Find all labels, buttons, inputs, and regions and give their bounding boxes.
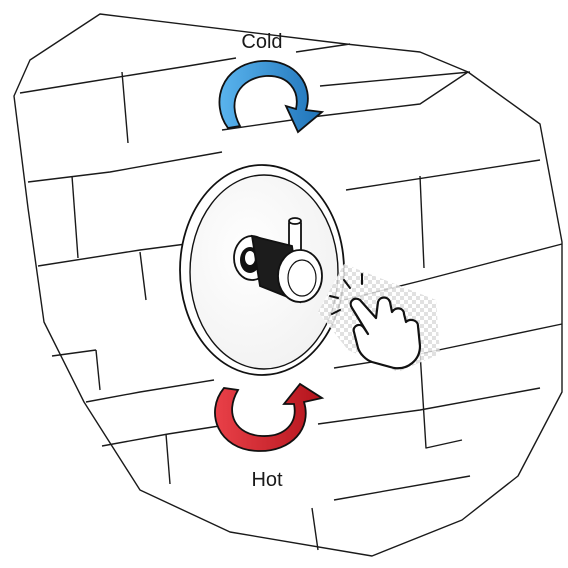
wall-outline xyxy=(13,13,563,557)
cold-label: Cold xyxy=(241,31,282,53)
valve-handle[interactable] xyxy=(233,217,323,304)
counterclockwise-arrow-icon xyxy=(214,382,325,452)
brick-wall xyxy=(19,43,563,551)
tap-hand-icon xyxy=(318,264,440,372)
hot-label: Hot xyxy=(251,469,283,491)
clockwise-arrow-icon xyxy=(218,60,325,134)
